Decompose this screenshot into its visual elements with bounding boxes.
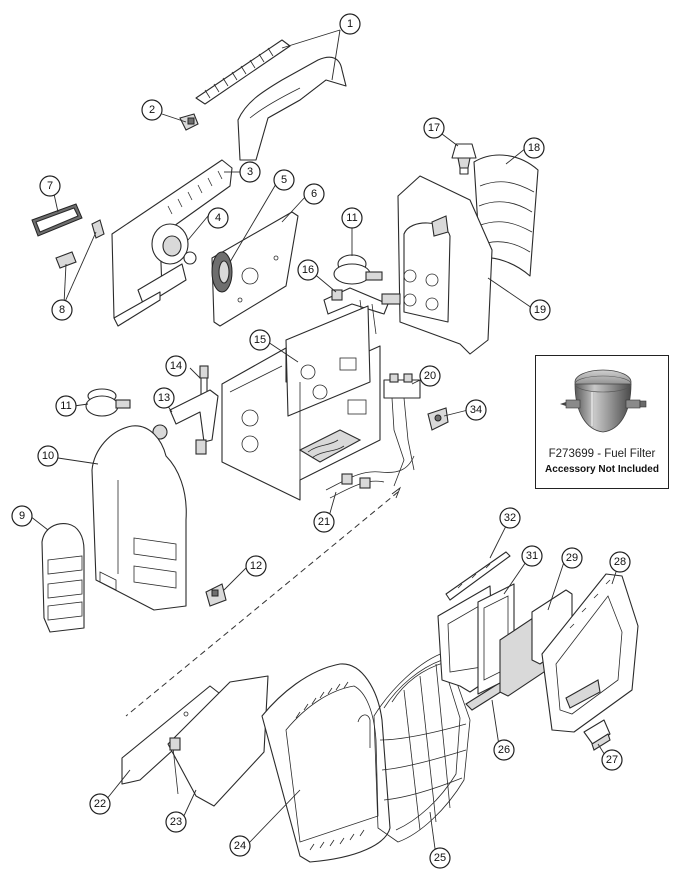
svg-text:25: 25 xyxy=(434,852,446,864)
callout-9: 9 xyxy=(11,505,33,527)
svg-text:21: 21 xyxy=(318,516,330,528)
callout-3: 3 xyxy=(239,161,261,183)
svg-text:8: 8 xyxy=(59,304,65,316)
callout-24: 24 xyxy=(229,835,251,857)
callout-11-upper: 11 xyxy=(341,207,363,229)
callout-31: 31 xyxy=(521,545,543,567)
callout-32: 32 xyxy=(499,507,521,529)
fuel-filter-photo xyxy=(560,369,647,433)
callout-22: 22 xyxy=(89,793,111,815)
callout-17: 17 xyxy=(423,117,445,139)
callout-27: 27 xyxy=(601,749,623,771)
callout-12: 12 xyxy=(245,555,267,577)
part-12-switch xyxy=(205,583,227,607)
part-3-housing-left xyxy=(111,159,233,327)
svg-text:32: 32 xyxy=(504,512,516,524)
callout-10: 10 xyxy=(37,445,59,467)
svg-text:5: 5 xyxy=(281,174,287,186)
svg-text:26: 26 xyxy=(498,744,510,756)
part-8-clips xyxy=(55,219,105,269)
svg-text:4: 4 xyxy=(215,212,221,224)
svg-text:9: 9 xyxy=(19,510,25,522)
part-21-hose-assembly xyxy=(325,455,415,499)
callout-14: 14 xyxy=(165,355,187,377)
callout-11-lower: 11 xyxy=(55,395,77,417)
svg-text:31: 31 xyxy=(526,550,538,562)
part-1-handle xyxy=(195,39,347,161)
callout-8: 8 xyxy=(51,299,73,321)
part-28-rear-frame xyxy=(541,573,639,733)
callout-2: 2 xyxy=(141,99,163,121)
part-19-rear-housing xyxy=(397,175,493,355)
svg-text:11: 11 xyxy=(60,400,71,412)
svg-text:23: 23 xyxy=(170,816,182,828)
callout-20: 20 xyxy=(419,365,441,387)
callout-28: 28 xyxy=(609,551,631,573)
svg-text:3: 3 xyxy=(247,166,253,178)
part-5-gear-wheel xyxy=(211,251,233,293)
part-13-valve-assembly xyxy=(152,389,219,455)
part-20-valve-block xyxy=(383,373,421,487)
part-2-clip xyxy=(179,113,199,131)
svg-text:7: 7 xyxy=(47,180,53,192)
callout-15: 15 xyxy=(249,329,271,351)
callout-21: 21 xyxy=(313,511,335,533)
svg-text:19: 19 xyxy=(534,304,546,316)
callout-6: 6 xyxy=(303,183,325,205)
callout-26: 26 xyxy=(493,739,515,761)
callout-18: 18 xyxy=(523,137,545,159)
part-10-front-housing xyxy=(91,425,187,611)
svg-text:11: 11 xyxy=(346,212,357,224)
callout-13: 13 xyxy=(153,387,175,409)
svg-text:12: 12 xyxy=(250,560,262,572)
svg-text:17: 17 xyxy=(428,122,440,134)
svg-text:22: 22 xyxy=(94,798,106,810)
part-34-fitting xyxy=(427,407,449,431)
callout-4: 4 xyxy=(207,207,229,229)
svg-text:1: 1 xyxy=(347,18,353,30)
svg-text:18: 18 xyxy=(528,142,540,154)
part-32-strip xyxy=(445,551,511,601)
part-11-regulator-lower xyxy=(85,388,131,417)
part-25-wire-guard xyxy=(373,651,471,843)
part-11-regulator-upper xyxy=(333,254,383,285)
callout-25: 25 xyxy=(429,847,451,869)
part-15-chassis xyxy=(221,305,381,501)
callout-23: 23 xyxy=(165,811,187,833)
callout-29: 29 xyxy=(561,547,583,569)
svg-text:28: 28 xyxy=(614,556,626,568)
svg-text:14: 14 xyxy=(170,360,182,372)
svg-text:6: 6 xyxy=(311,188,317,200)
part-27-foot-bracket xyxy=(583,719,611,751)
svg-text:34: 34 xyxy=(470,404,482,416)
fuel-filter-inset: F273699 - Fuel Filter Accessory Not Incl… xyxy=(535,355,669,489)
fuel-filter-part-label: F273699 - Fuel Filter xyxy=(548,448,656,460)
svg-text:16: 16 xyxy=(302,264,314,276)
callout-34: 34 xyxy=(465,399,487,421)
svg-text:10: 10 xyxy=(42,450,54,462)
svg-text:15: 15 xyxy=(254,334,266,346)
callout-1: 1 xyxy=(339,13,361,35)
svg-text:29: 29 xyxy=(566,552,578,564)
part-17-knob xyxy=(451,143,477,175)
part-24-front-panel xyxy=(261,663,391,863)
svg-text:13: 13 xyxy=(158,392,170,404)
callout-19: 19 xyxy=(529,299,551,321)
fuel-filter-note: Accessory Not Included xyxy=(545,464,659,475)
callout-16: 16 xyxy=(297,259,319,281)
leader-lines xyxy=(29,29,619,857)
callout-5: 5 xyxy=(273,169,295,191)
part-9-side-panel xyxy=(41,523,85,633)
svg-text:2: 2 xyxy=(149,104,155,116)
part-23-heat-shield xyxy=(167,675,269,807)
part-6-burner-plate xyxy=(211,211,299,327)
svg-text:27: 27 xyxy=(606,754,618,766)
callout-7: 7 xyxy=(39,175,61,197)
svg-text:20: 20 xyxy=(424,370,436,382)
part-7-plate xyxy=(31,203,83,237)
svg-text:24: 24 xyxy=(234,840,246,852)
part-4-control-valve xyxy=(151,223,197,265)
